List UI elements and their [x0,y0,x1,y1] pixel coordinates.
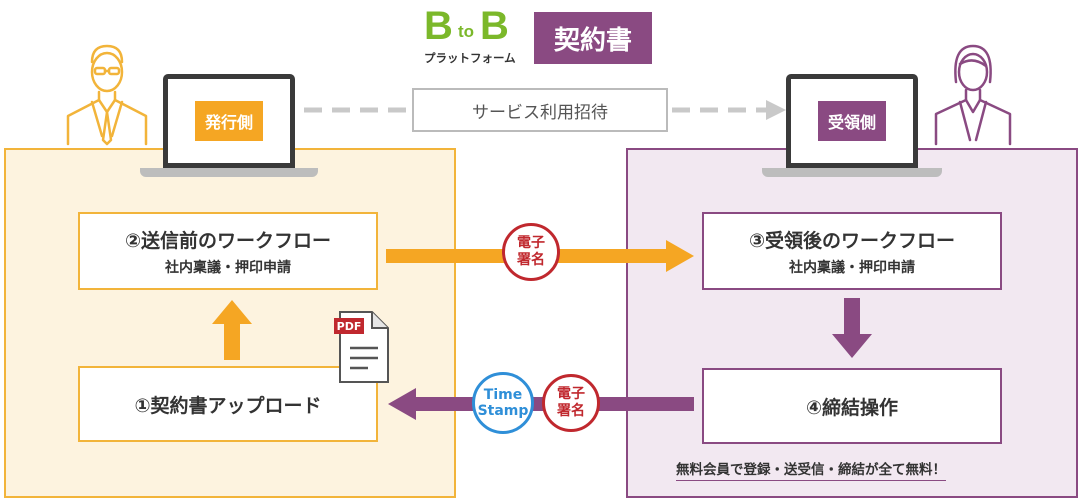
issuer-laptop-base [140,168,318,177]
down-arrow [832,298,872,358]
step4-sign-box: ④締結操作 [702,368,1002,444]
return-arrow [388,388,694,420]
esign-seal-top-line2: 署名 [517,252,545,268]
logo-to: to [458,22,475,41]
timestamp-seal: Time Stamp [472,372,534,434]
step3-sub: 社内稟議・押印申請 [789,259,915,276]
free-membership-note: 無料会員で登録・送受信・締結が全て無料！ [676,458,946,481]
step3-title: ③受領後のワークフロー [748,229,956,252]
logo-b-right: B [480,4,509,48]
receiver-laptop-screen: 受領側 [786,74,918,168]
service-invite-label: サービス利用招待 [412,88,668,132]
contract-tag: 契約書 [534,12,652,64]
timestamp-line2: Stamp [477,403,529,419]
step2-title: ②送信前のワークフロー [124,229,332,252]
timestamp-line1: Time [483,387,523,403]
step3-workflow-box: ③受領後のワークフロー 社内稟議・押印申請 [702,212,1002,290]
receiver-label: 受領側 [817,101,886,141]
logo-b-left: B [424,4,453,48]
esign-seal-top: 電子 署名 [502,223,560,281]
step1-upload-box: ①契約書アップロード [78,366,378,442]
esign-seal-top-line1: 電子 [517,235,545,251]
receiver-laptop-base [762,168,942,177]
step1-title: ①契約書アップロード [134,394,322,417]
issuer-label: 発行側 [194,101,263,141]
esign-seal-bottom-line2: 署名 [557,403,585,419]
up-arrow [212,300,252,360]
pdf-document-icon [334,311,389,383]
step4-title: ④締結操作 [805,396,899,419]
bob-logo: B to B プラットフォーム [424,4,530,66]
receiver-person-icon [934,44,1012,146]
logo-subtitle: プラットフォーム [424,51,516,65]
issuer-laptop-screen: 発行側 [163,74,295,168]
step2-sub: 社内稟議・押印申請 [165,259,291,276]
issuer-person-icon [66,44,148,146]
esign-seal-bottom: 電子 署名 [542,374,600,432]
invite-arrow [304,100,786,120]
esign-seal-bottom-line1: 電子 [557,386,585,402]
step2-workflow-box: ②送信前のワークフロー 社内稟議・押印申請 [78,212,378,290]
pdf-label: PDF [336,320,362,333]
